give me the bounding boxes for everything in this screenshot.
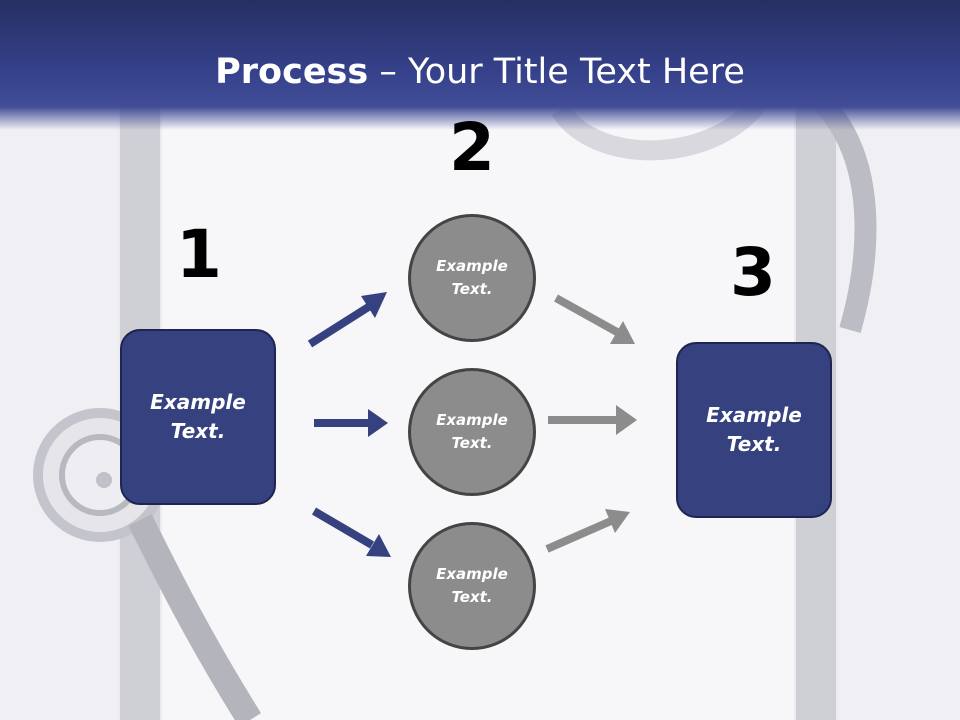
title-rest: – Your Title Text Here [368,52,745,92]
arrowhead-middle-to-3 [616,405,637,435]
step-3-label: Example Text. [706,403,802,456]
step-1-box[interactable]: Example Text. [120,329,276,505]
step-number-1: 1 [176,216,222,293]
step-3-box[interactable]: Example Text. [676,342,832,518]
page-title: Process – Your Title Text Here [0,52,960,92]
arrowhead-1-to-top [361,292,387,318]
circle-bottom-label: Example Text. [436,565,508,606]
step-2-circle-bottom[interactable]: Example Text. [408,522,536,650]
title-bold: Process [215,52,369,92]
step-2-circle-top[interactable]: Example Text. [408,214,536,342]
arrow-bottom-to-3 [545,517,613,553]
arrow-1-to-bottom [311,507,375,549]
circle-top-label: Example Text. [436,257,508,298]
step-2-circle-middle[interactable]: Example Text. [408,368,536,496]
arrow-1-to-top [307,302,373,348]
step-number-2: 2 [449,109,495,186]
arrowhead-bottom-to-3 [605,509,630,533]
step-1-label: Example Text. [150,390,246,443]
arrowhead-top-to-3 [610,321,635,344]
header-bar [0,0,960,130]
arrow-top-to-3 [554,294,619,336]
arrowhead-1-to-bottom [366,534,391,557]
circle-middle-label: Example Text. [436,411,508,452]
arrowhead-1-to-middle [368,409,388,437]
step-number-3: 3 [730,234,776,311]
